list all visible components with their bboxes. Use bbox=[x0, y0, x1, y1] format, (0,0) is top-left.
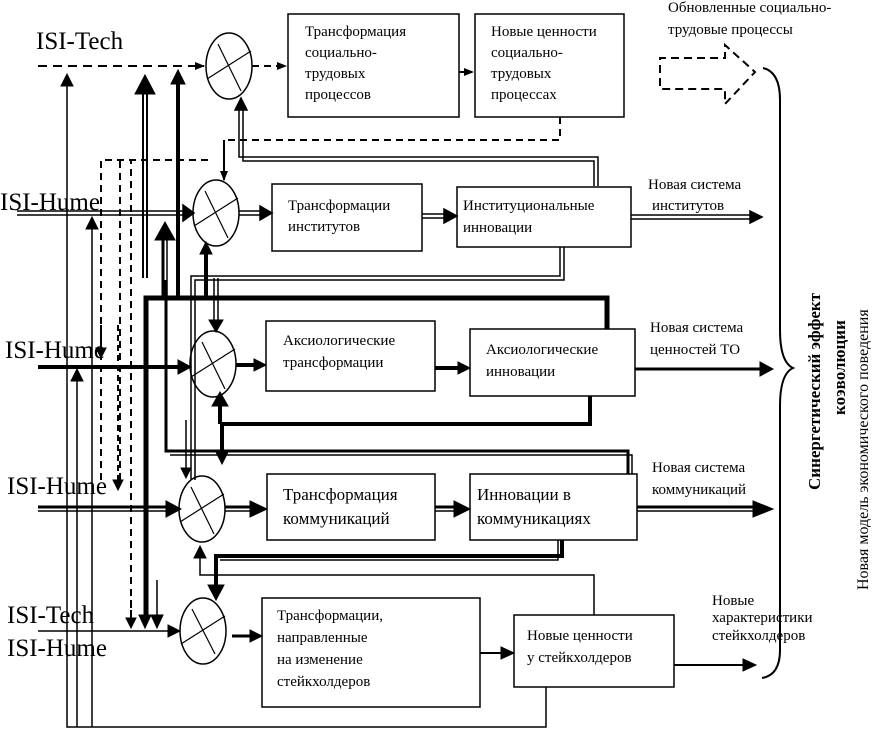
input-label-isi-hume-2: ISI-Hume bbox=[0, 189, 100, 216]
box-transformation-social-labor-text: Трансформация социально- трудовых процес… bbox=[305, 24, 410, 103]
box-innovations-communications-text: Инновации в коммуникациях bbox=[477, 485, 591, 528]
row1-flow bbox=[38, 62, 561, 620]
box-institutional-innovations-text: Институциональные инновации bbox=[463, 198, 598, 236]
output-label-communications: Новая система коммуникаций bbox=[652, 460, 749, 498]
row1-output-arrow bbox=[659, 42, 757, 107]
input-label-isi-hume-4: ISI-Hume bbox=[7, 473, 107, 500]
junction-1 bbox=[205, 32, 253, 100]
output-label-stakeholders: Новые характеристики стейкхолдеров bbox=[712, 593, 816, 644]
junction-5 bbox=[179, 597, 227, 665]
box-new-values-stakeholders-text: Новые ценности у стейкхолдеров bbox=[527, 628, 637, 666]
input-label-isi-tech-5: ISI-Tech bbox=[7, 602, 95, 629]
vertical-feeds bbox=[95, 68, 229, 492]
box-institutional-innovations bbox=[456, 186, 632, 248]
input-label-isi-hume-3: ISI-Hume bbox=[5, 337, 105, 364]
output-label-values: Новая система ценностей ТО bbox=[650, 320, 747, 358]
row2-flow bbox=[17, 203, 764, 480]
feedback-b2b-to-j1 bbox=[233, 96, 599, 186]
input-label-isi-hume-5: ISI-Hume bbox=[7, 635, 107, 662]
box-axiological-innovations-text: Аксиологические инновации bbox=[486, 342, 602, 380]
junction-3 bbox=[189, 330, 237, 398]
box-axiological-innovations bbox=[469, 328, 636, 397]
output-label-institutes: Новая система институтов bbox=[648, 177, 745, 214]
input-label-isi-tech-1: ISI-Tech bbox=[36, 28, 124, 55]
box-transformations-stakeholders bbox=[261, 597, 481, 708]
junction-2 bbox=[192, 179, 240, 247]
junction-4 bbox=[178, 475, 226, 543]
row5-flow bbox=[38, 72, 758, 728]
output-label-social-labor: Обновленные социально- трудовые процессы bbox=[668, 0, 835, 38]
box-new-values-social-labor bbox=[474, 13, 625, 118]
box-transformation-social-labor bbox=[287, 13, 460, 118]
new-economic-behavior-model: Новая модель экономического поведения bbox=[855, 309, 872, 590]
right-brace bbox=[761, 67, 796, 679]
box-new-values-social-labor-text: Новые ценности социально- трудовых проце… bbox=[491, 24, 601, 103]
box-transformation-communications bbox=[266, 473, 436, 541]
box-innovations-communications bbox=[469, 473, 638, 541]
box-axiological-transformations-text: Аксиологические трансформации bbox=[283, 333, 399, 371]
box-new-values-stakeholders bbox=[513, 614, 675, 688]
synergy-effect-line1: Синергетический эффект bbox=[805, 292, 824, 490]
synergy-effect-line2: коэволюции bbox=[830, 320, 849, 415]
box-transformations-stakeholders-text: Трансформации, направленные на изменение… bbox=[277, 608, 387, 690]
box-transformation-institutes-text: Трансформации институтов bbox=[288, 198, 394, 235]
box-transformation-communications-text: Трансформация коммуникаций bbox=[283, 485, 402, 528]
row4-flow bbox=[38, 280, 775, 602]
box-transformation-institutes bbox=[271, 183, 423, 252]
box-axiological-transformations bbox=[265, 320, 436, 392]
